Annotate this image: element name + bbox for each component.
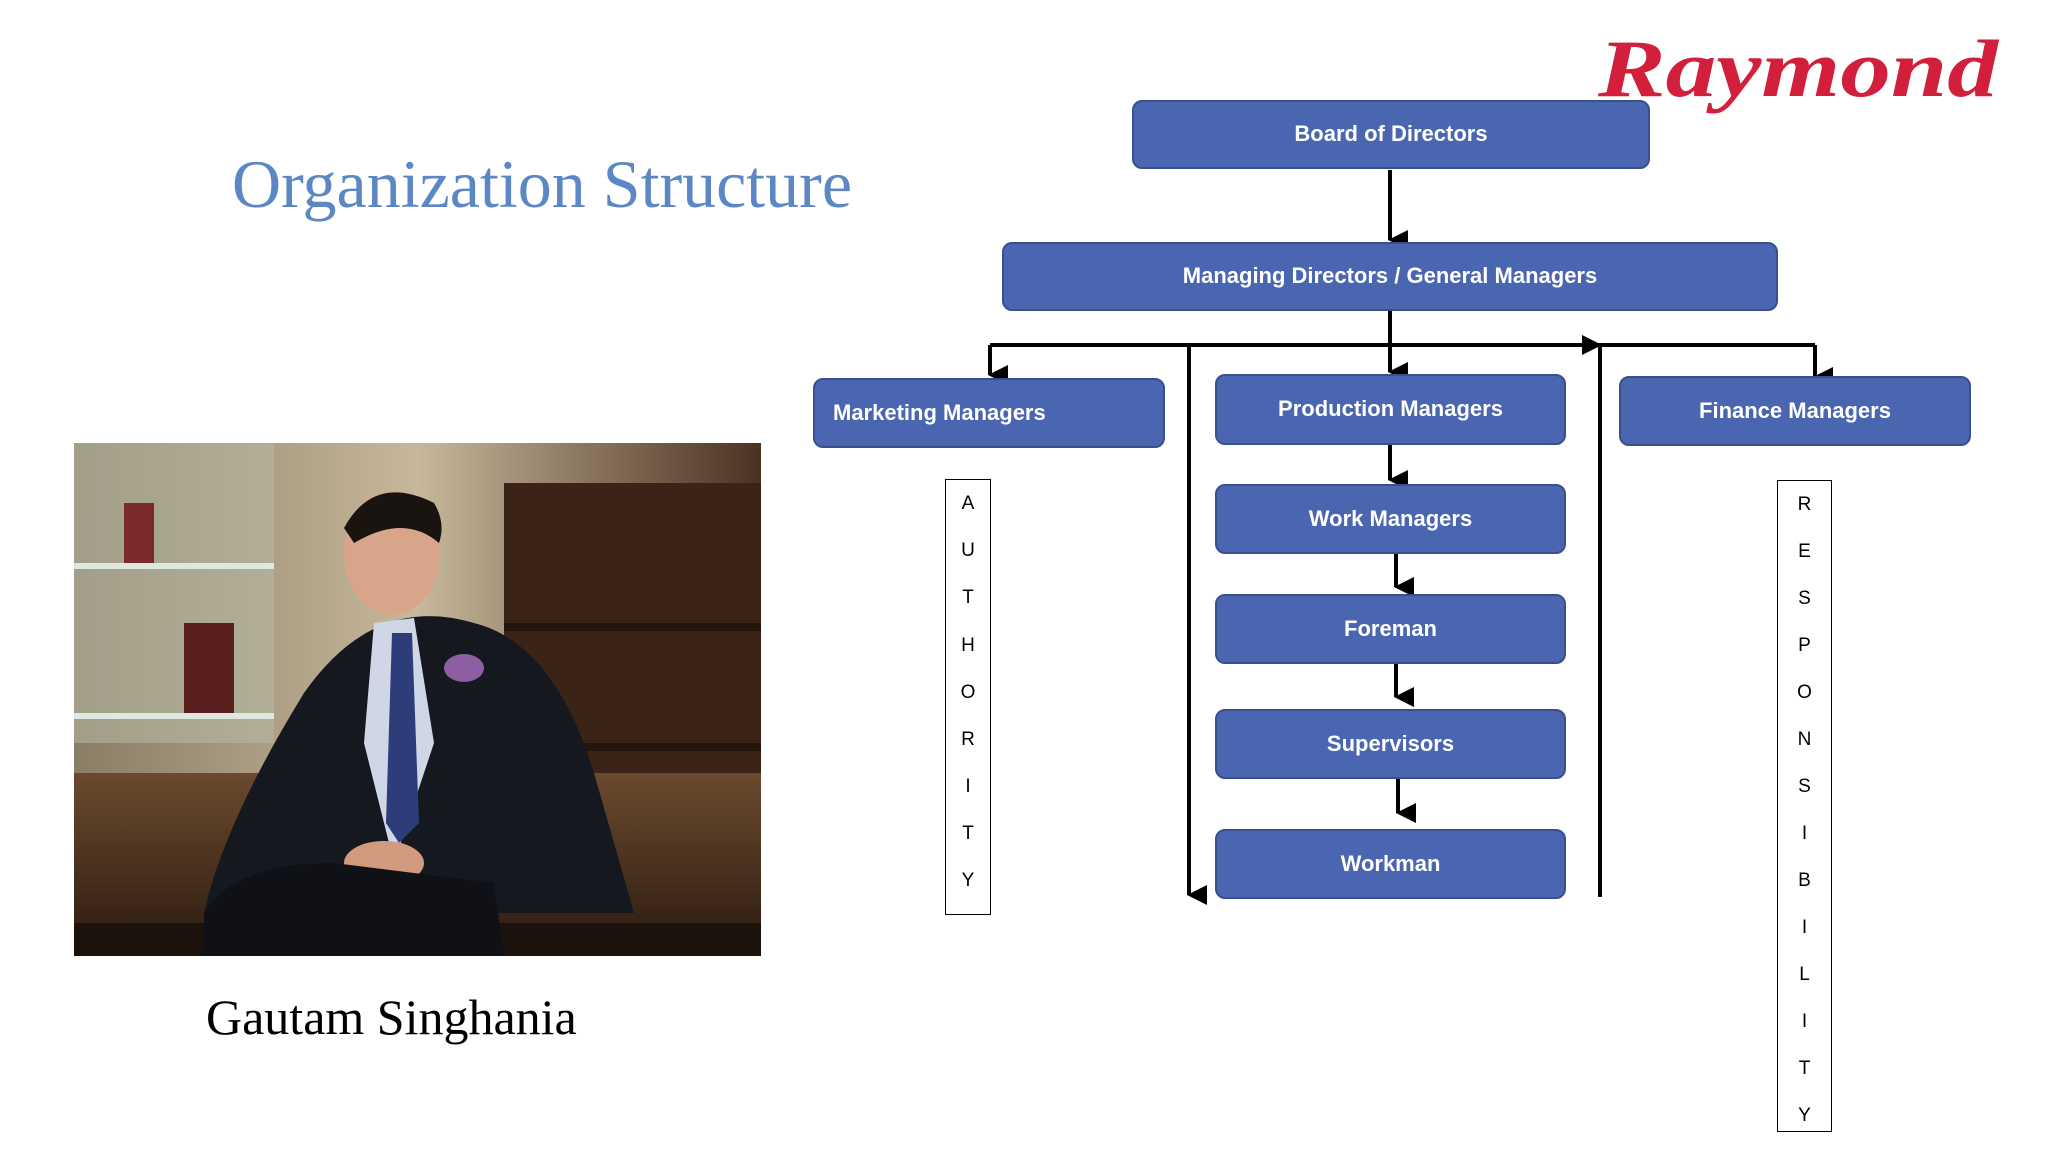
responsibility-letter: B [1798, 870, 1811, 891]
responsibility-letter: I [1801, 917, 1808, 938]
responsibility-letter: T [1798, 1058, 1811, 1079]
responsibility-letter: O [1797, 682, 1812, 703]
responsibility-letter: R [1797, 494, 1812, 515]
finance-managers-box: Finance Managers [1619, 376, 1971, 446]
responsibility-letter: S [1798, 776, 1811, 797]
raymond-logo: Raymond [1594, 24, 2004, 124]
authority-letter: U [961, 540, 975, 561]
authority-letter: T [962, 587, 974, 608]
photo-caption: Gautam Singhania [206, 989, 577, 1045]
portrait-photo [74, 443, 761, 956]
responsibility-letter: I [1801, 823, 1808, 844]
workman-box: Workman [1215, 829, 1566, 899]
authority-letter: A [961, 493, 975, 514]
responsibility-letter: E [1798, 541, 1811, 562]
authority-label: A U T H O R I T Y [945, 479, 991, 915]
responsibility-letter: N [1797, 729, 1812, 750]
responsibility-letter: S [1798, 588, 1811, 609]
authority-letter: Y [961, 870, 975, 891]
authority-letter: I [965, 776, 971, 797]
marketing-managers-box: Marketing Managers [813, 378, 1165, 448]
responsibility-letter: L [1799, 964, 1810, 985]
managing-directors-box: Managing Directors / General Managers [1002, 242, 1778, 311]
slide-title: Organization Structure [232, 146, 853, 222]
responsibility-label: R E S P O N S I B I L I T Y [1777, 480, 1832, 1132]
authority-letter: R [961, 729, 975, 750]
authority-letter: H [961, 635, 975, 656]
responsibility-letter: I [1801, 1011, 1808, 1032]
production-managers-box: Production Managers [1215, 374, 1566, 445]
board-of-directors-box: Board of Directors [1132, 100, 1650, 169]
foreman-box: Foreman [1215, 594, 1566, 664]
supervisors-box: Supervisors [1215, 709, 1566, 779]
authority-letter: T [962, 823, 974, 844]
work-managers-box: Work Managers [1215, 484, 1566, 554]
responsibility-letter: Y [1798, 1105, 1811, 1126]
responsibility-letter: P [1798, 635, 1811, 656]
svg-text:Raymond: Raymond [1597, 24, 1999, 114]
authority-letter: O [960, 682, 976, 703]
